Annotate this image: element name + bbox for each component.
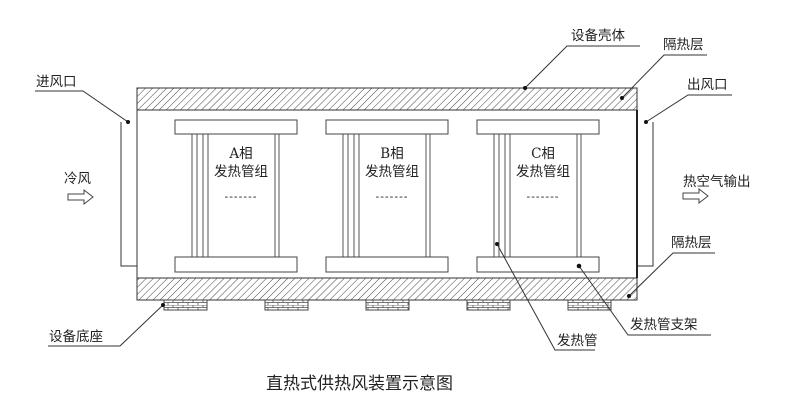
label-outlet: 出风口 [687, 77, 728, 93]
leader-insulation-top [621, 54, 707, 99]
label-base: 设备底座 [49, 328, 103, 345]
bracket-top [325, 119, 449, 135]
diagram-title: 直热式供热风装置示意图 [266, 374, 453, 394]
heater-group-name: 发热管组 [214, 164, 268, 180]
label-hot-air-output: 热空气输出 [683, 174, 751, 190]
heater-group-ellipsis: ------- [526, 190, 559, 203]
leader-outlet-dot [644, 120, 648, 124]
leader-inlet [35, 90, 129, 123]
label-insulation-bottom: 隔热层 [671, 235, 712, 251]
base-block [264, 299, 309, 311]
cold-air-arrow-icon [67, 188, 94, 206]
inlet-panel [120, 122, 137, 267]
leader-outlet [645, 94, 732, 123]
heater-group-phase: B相 [380, 146, 403, 162]
label-heating-tube: 发热管 [557, 333, 598, 349]
heating-tubes [342, 134, 431, 257]
equipment-shell [136, 87, 638, 301]
bracket-bottom [325, 256, 449, 273]
heater-group-phase: A相 [228, 146, 252, 162]
leader-bracket [578, 265, 711, 336]
bracket-bottom [174, 256, 298, 273]
leader-heating-tube [496, 243, 595, 351]
label-inlet: 进风口 [36, 74, 77, 90]
heater-group-name: 发热管组 [516, 164, 570, 180]
base-block [567, 299, 612, 311]
heating-tubes [191, 134, 280, 257]
leader-heating-tube-dot [495, 242, 499, 246]
label-heating-tube-bracket: 发热管支架 [630, 317, 698, 333]
outlet-panel [638, 122, 654, 267]
base-block [365, 299, 410, 311]
leader-insulation-bottom-dot [627, 294, 631, 298]
leader-inlet-dot [126, 120, 130, 124]
bracket-bottom [476, 256, 600, 273]
leader-base [48, 304, 164, 347]
leader-insulation-bottom [628, 252, 715, 297]
insulation-bottom [136, 277, 638, 301]
leader-insulation-top-dot [620, 96, 624, 100]
label-insulation-top: 隔热层 [663, 37, 704, 53]
leader-shell [524, 45, 640, 89]
equipment-base [163, 299, 612, 311]
heating-tubes [493, 134, 582, 257]
bracket-top [476, 119, 600, 135]
base-block [466, 299, 511, 311]
base-block [163, 299, 208, 311]
heater-group-ellipsis: ------- [375, 190, 408, 203]
insulation-top [136, 87, 638, 111]
leader-shell-dot [523, 86, 527, 90]
leader-base-dot [161, 303, 165, 307]
bracket-top [174, 119, 298, 135]
leader-lines [35, 45, 732, 351]
heater-group-phase: C相 [531, 146, 555, 162]
leader-bracket-dot [576, 263, 582, 269]
hot-air-arrow-icon [682, 187, 709, 205]
label-cold-air: 冷风 [64, 171, 91, 187]
heater-group-ellipsis: ------- [224, 190, 257, 203]
label-shell: 设备壳体 [571, 27, 625, 44]
heater-group-name: 发热管组 [365, 164, 419, 180]
